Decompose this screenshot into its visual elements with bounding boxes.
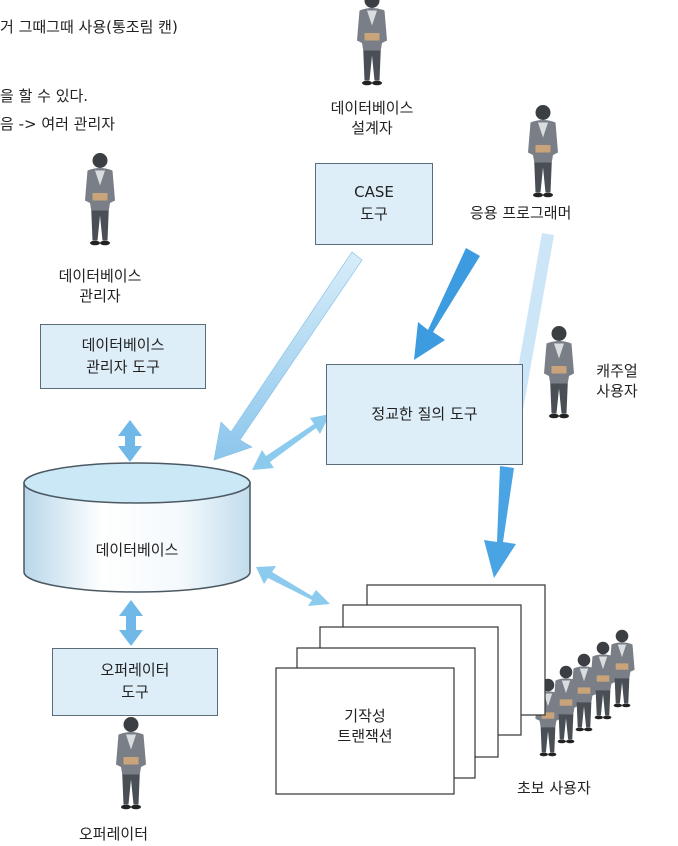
arrow-dba-tool-db [118,420,142,462]
app-programmer-label: 응용 프로그래머 [470,204,572,222]
top-text-line-3: 음 -> 여러 관리자 [0,115,116,133]
arrow-programmer-to-query-tool [414,248,480,360]
arrow-db-operator-tool [119,600,143,646]
naive-users-label: 초보 사용자 [517,779,591,797]
person-icon [116,717,146,810]
query-tool-box: 정교한 질의 도구 [326,364,523,465]
person-icon [544,326,574,419]
top-text-line-1: 거 그때그때 사용(통조림 캔) [0,18,178,36]
dba-label: 데이터베이스 관리자 [58,267,142,306]
database-cylinder [23,462,251,593]
database-label: 데이터베이스 [95,541,179,559]
arrow-case-to-db [213,251,363,461]
naive-users-group-icon [535,629,635,757]
db-designer-label: 데이터베이스 설계자 [330,99,414,138]
person-icon [528,105,558,198]
casual-user-label: 캐주얼 사용자 [596,362,638,401]
arrow-db-transactions [256,566,330,606]
top-text-line-2: 을 할 수 있다. [0,87,89,105]
transaction-page-stack [275,584,546,795]
person-icon [357,0,387,86]
arrow-programmer-to-transactions [484,466,516,578]
person-icon [85,153,115,246]
arrow-db-query-tool [252,414,330,470]
transactions-label: 기작성 트랜잭션 [337,707,393,746]
operator-label: 오퍼레이터 [79,825,149,843]
